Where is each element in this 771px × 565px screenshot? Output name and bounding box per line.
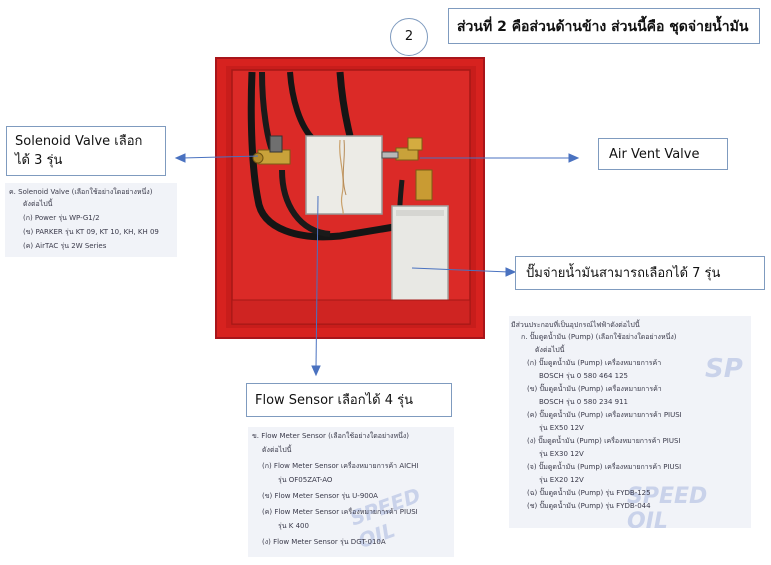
pump-box <box>391 205 449 311</box>
doc-line: ค. Solenoid Valve (เลือกใช้อย่างใดอย่างห… <box>9 188 153 196</box>
doc-line: รุ่น EX30 12V <box>539 450 584 458</box>
pump-callout: ปั๊มจ่ายน้ำมันสามารถเลือกได้ 7 รุ่น <box>515 256 765 290</box>
arrow-air-vent-head <box>568 153 580 163</box>
doc-line: (ค) ปั๊มดูดน้ำมัน (Pump) เครื่องหมายการค… <box>527 411 682 419</box>
arrow-flow-head <box>311 365 321 377</box>
watermark-bottom: SPEED OIL <box>627 484 708 528</box>
doc-line: รุ่น K 400 <box>278 522 309 530</box>
arrow-solenoid <box>181 155 259 159</box>
flow-sensor-box <box>305 135 383 215</box>
doc-line: ดังต่อไปนี้ <box>535 346 565 354</box>
section-title: ส่วนที่ 2 คือส่วนด้านข้าง ส่วนนี้คือ ชุด… <box>448 8 760 44</box>
doc-line: (ข) ปั๊มดูดน้ำมัน (Pump) เครื่องหมายการค… <box>527 385 662 393</box>
doc-line: (ฉ) ปั๊มดูดน้ำมัน (Pump) รุ่น FYDB-125 <box>527 489 651 497</box>
doc-line: รุ่น EX20 12V <box>539 476 584 484</box>
doc-line: รุ่น OF05ZAT-AO <box>278 476 333 484</box>
arrow-solenoid-head <box>174 153 186 163</box>
doc-line: (ข) Flow Meter Sensor รุ่น U-900A <box>262 492 378 500</box>
step-number-badge: 2 <box>390 18 428 56</box>
pump-doc-snippet: SP SPEED OIL มีส่วนประกอบที่เป็นอุปกรณ์ไ… <box>509 316 751 528</box>
doc-line: (ค) AirTAC รุ่น 2W Series <box>23 242 107 250</box>
hose-3 <box>287 71 315 141</box>
doc-line: มีส่วนประกอบที่เป็นอุปกรณ์ไฟฟ้าดังต่อไปน… <box>511 321 640 329</box>
doc-line: BOSCH รุ่น 0 580 234 911 <box>539 398 628 406</box>
doc-line: (จ) ปั๊มดูดน้ำมัน (Pump) เครื่องหมายการค… <box>527 463 682 471</box>
doc-line: ข. Flow Meter Sensor (เลือกใช้อย่างใดอย่… <box>252 432 410 440</box>
doc-line: รุ่น EX50 12V <box>539 424 584 432</box>
doc-line: (ง) Flow Meter Sensor รุ่น DGT-010A <box>262 538 386 546</box>
doc-line: (ข) PARKER รุ่น KT 09, KT 10, KH, KH 09 <box>23 228 159 236</box>
arrow-pump <box>411 267 510 273</box>
arrow-flow <box>315 195 319 369</box>
doc-line: ดังต่อไปนี้ <box>23 200 53 208</box>
hose-5 <box>279 169 331 237</box>
doc-line: (ช) ปั๊มดูดน้ำมัน (Pump) รุ่น FYDB-044 <box>527 502 651 510</box>
arrow-pump-head <box>505 267 517 277</box>
doc-line: (ก) ปั๊มดูดน้ำมัน (Pump) เครื่องหมายการค… <box>527 359 662 367</box>
solenoid-doc-snippet: ค. Solenoid Valve (เลือกใช้อย่างใดอย่างห… <box>5 183 177 257</box>
flow-sensor-callout: Flow Sensor เลือกได้ 4 รุ่น <box>246 383 452 417</box>
doc-line: BOSCH รุ่น 0 580 464 125 <box>539 372 628 380</box>
watermark-top: SP <box>705 354 743 384</box>
solenoid-callout-line2: ได้ 3 รุ่น <box>15 153 63 168</box>
air-vent-valve-callout: Air Vent Valve <box>598 138 728 170</box>
doc-line: (ค) Flow Meter Sensor เครื่องหมายการค้า … <box>262 508 418 516</box>
doc-line: ดังต่อไปนี้ <box>262 446 292 454</box>
doc-line: (ก) Flow Meter Sensor เครื่องหมายการค้า … <box>262 462 419 470</box>
doc-line: (ก) Power รุ่น WP-G1/2 <box>23 214 100 222</box>
doc-line: (ง) ปั๊มดูดน้ำมัน (Pump) เครื่องหมายการค… <box>527 437 681 445</box>
hose-1 <box>247 71 401 241</box>
solenoid-valve-callout: Solenoid Valve เลือก ได้ 3 รุ่น <box>6 126 166 176</box>
solenoid-callout-line1: Solenoid Valve เลือก <box>15 134 143 149</box>
doc-line: ก. ปั๊มดูดน้ำมัน (Pump) (เลือกใช้อย่างใด… <box>521 333 677 341</box>
flow-sensor-doc-snippet: SPEED OIL ข. Flow Meter Sensor (เลือกใช้… <box>248 427 454 557</box>
hose-4 <box>336 71 354 137</box>
